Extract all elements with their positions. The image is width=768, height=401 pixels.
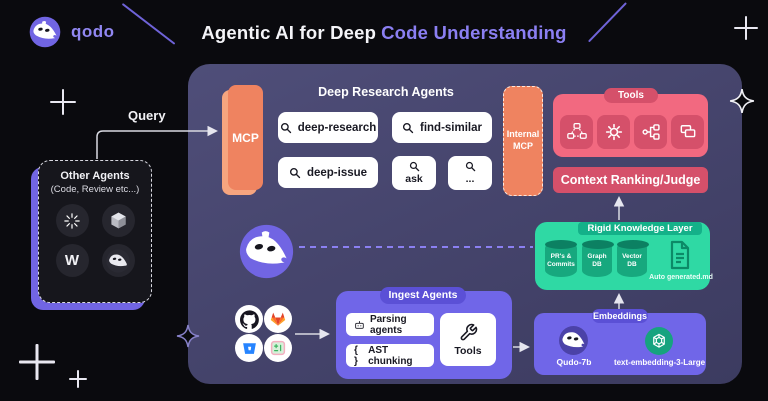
knowledge-layer-label: Rigid Knowledge Layer bbox=[578, 222, 702, 235]
qudo-7b-label: Qudo-7b bbox=[556, 357, 592, 367]
gitlab-icon bbox=[270, 312, 286, 326]
qodo-logo[interactable]: qodo bbox=[28, 15, 115, 49]
diff-source[interactable] bbox=[264, 334, 292, 362]
query-label: Query bbox=[128, 108, 166, 123]
agent-badger-avatar bbox=[101, 244, 135, 277]
qudo-7b-mascot-icon bbox=[559, 326, 588, 355]
openai-icon bbox=[653, 333, 665, 348]
cube-icon bbox=[110, 212, 126, 229]
ingest-agents-label: Ingest Agents bbox=[380, 287, 466, 304]
other-agents-subtitle: (Code, Review etc...) bbox=[50, 184, 140, 195]
plus-decoration-bottom-left-small bbox=[69, 370, 87, 388]
context-ranking-button[interactable]: Context Ranking/Judge bbox=[553, 167, 708, 193]
diamond-decoration-left bbox=[176, 324, 200, 348]
deep-research-button[interactable]: deep-research bbox=[278, 112, 378, 143]
ask-button[interactable]: ask bbox=[392, 156, 436, 190]
db-label-line1: Vector bbox=[622, 253, 642, 260]
multi-agent-icon bbox=[566, 123, 587, 139]
other-agents-box: Other Agents (Code, Review etc...) W bbox=[38, 160, 152, 303]
openai-logo-badge bbox=[645, 327, 673, 355]
github-icon bbox=[239, 309, 259, 329]
db-label-line1: Graph bbox=[587, 253, 607, 260]
ellipsis-label: ... bbox=[465, 173, 475, 185]
ast-chunking-button[interactable]: { } AST chunking bbox=[346, 344, 434, 367]
badger-icon bbox=[106, 248, 130, 273]
embeddings-label: Embeddings bbox=[592, 309, 648, 323]
bitbucket-source[interactable] bbox=[235, 334, 263, 362]
db-label-line2: DB bbox=[627, 261, 637, 269]
db-label-line2: Commits bbox=[547, 261, 575, 269]
other-agents-title: Other Agents bbox=[60, 170, 130, 182]
title-white-part: Agentic AI for Deep bbox=[201, 22, 377, 43]
w-letter-icon: W bbox=[64, 252, 80, 269]
more-queries-button[interactable]: ... bbox=[448, 156, 492, 190]
robot-icon bbox=[355, 320, 364, 329]
deep-issue-label: deep-issue bbox=[306, 166, 368, 179]
other-agents-icon-grid: W bbox=[39, 204, 151, 277]
ingest-tools-label: Tools bbox=[454, 344, 482, 357]
qodo-mascot-icon bbox=[29, 16, 61, 48]
ingest-tools-button[interactable]: Tools bbox=[440, 313, 496, 366]
document-icon bbox=[670, 240, 690, 270]
gitlab-source[interactable] bbox=[264, 305, 292, 333]
parsing-agents-label: Parsing agents bbox=[369, 313, 407, 336]
gear-icon bbox=[605, 123, 622, 141]
doc-caption: Auto generated.md bbox=[649, 274, 713, 281]
graph-db: Graph DB bbox=[582, 240, 614, 277]
find-similar-button[interactable]: find-similar bbox=[392, 112, 492, 143]
agent-w-avatar: W bbox=[55, 244, 89, 277]
deep-research-label: deep-research bbox=[297, 121, 377, 134]
search-icon bbox=[402, 122, 414, 133]
starburst-icon bbox=[64, 212, 80, 229]
db-label-line2: DB bbox=[592, 261, 602, 269]
context-ranking-label: Context Ranking/Judge bbox=[560, 173, 701, 187]
mcp-bar: MCP bbox=[228, 85, 263, 190]
db-label-line1: PR's & bbox=[550, 253, 572, 260]
search-icon bbox=[289, 167, 301, 178]
search-icon bbox=[409, 161, 419, 172]
deep-research-agents-title: Deep Research Agents bbox=[318, 85, 454, 99]
search-icon bbox=[280, 122, 291, 133]
diamond-decoration-right bbox=[729, 88, 755, 114]
ast-chunking-label: AST chunking bbox=[368, 344, 413, 367]
find-similar-label: find-similar bbox=[420, 121, 482, 134]
ask-label: ask bbox=[405, 173, 423, 185]
workflow-tool-tile[interactable] bbox=[634, 115, 667, 149]
gear-tool-tile[interactable] bbox=[597, 115, 630, 149]
qodo-mascot-large bbox=[239, 224, 294, 279]
vector-db: Vector DB bbox=[617, 240, 649, 277]
internal-mcp-label: Internal MCP bbox=[506, 129, 540, 151]
github-source[interactable] bbox=[235, 305, 263, 333]
search-icon bbox=[465, 161, 475, 172]
tools-panel-label: Tools bbox=[604, 88, 658, 103]
mcp-label: MCP bbox=[232, 130, 259, 145]
chat-tool-tile[interactable] bbox=[671, 115, 704, 149]
plus-decoration-top-left bbox=[50, 89, 76, 115]
parsing-agents-button[interactable]: Parsing agents bbox=[346, 313, 434, 336]
internal-mcp-bar: Internal MCP bbox=[503, 86, 543, 196]
code-diff-icon bbox=[270, 340, 286, 356]
agent-cube-avatar bbox=[101, 204, 135, 237]
wrench-icon bbox=[460, 323, 477, 340]
agent-starburst-avatar bbox=[55, 204, 89, 237]
deep-issue-button[interactable]: deep-issue bbox=[278, 157, 378, 188]
title-purple-part: Code Understanding bbox=[381, 22, 567, 43]
chat-icon bbox=[680, 125, 695, 138]
text-embedding-label: text-embedding-3-Large bbox=[613, 358, 706, 367]
workflow-icon bbox=[641, 124, 660, 140]
plus-decoration-bottom-left-large bbox=[19, 344, 55, 380]
logo-text: qodo bbox=[71, 22, 115, 41]
braces-icon: { } bbox=[354, 344, 358, 367]
multi-agent-tool-tile[interactable] bbox=[560, 115, 593, 149]
prs-commits-db: PR's & Commits bbox=[545, 240, 577, 277]
bitbucket-icon bbox=[242, 342, 256, 354]
